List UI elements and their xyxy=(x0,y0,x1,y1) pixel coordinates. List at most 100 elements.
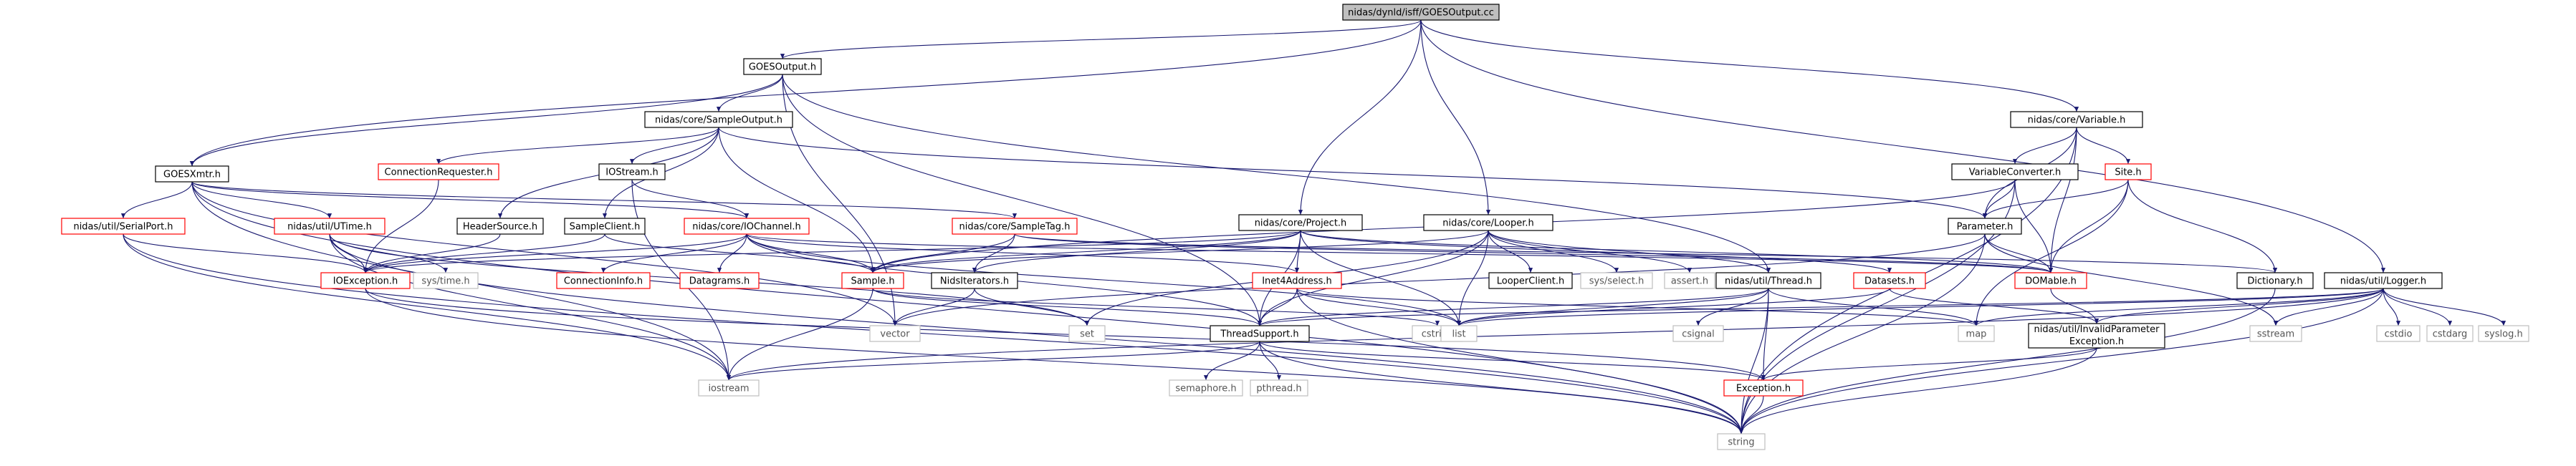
node-label: Site.h xyxy=(2115,168,2141,178)
include-edge-parameter_h-to-sstream xyxy=(1984,233,2279,326)
node-label: nidas/core/SampleOutput.h xyxy=(655,115,782,126)
include-edge-root-to-logger_h xyxy=(1420,19,2386,273)
node-inet4address-h[interactable]: Inet4Address.h xyxy=(1252,272,1342,289)
node-nidsiterators-h[interactable]: NidsIterators.h xyxy=(931,272,1018,289)
node-ioexception-h[interactable]: IOException.h xyxy=(320,272,411,289)
node-pthread-h: pthread.h xyxy=(1250,379,1308,397)
include-edge-thread_h-to-threadsupport_h xyxy=(1258,288,1769,326)
include-edge-connectionrequester_h-to-ioexception_h xyxy=(363,179,439,273)
node-label: vector xyxy=(880,329,910,340)
node-label: NidsIterators.h xyxy=(940,276,1009,287)
include-edge-sampleoutput_h-to-iostream_h xyxy=(629,127,719,165)
node-site-h[interactable]: Site.h xyxy=(2105,163,2152,180)
node-label: GOESOutput.h xyxy=(749,62,816,73)
node-looper-h[interactable]: nidas/core/Looper.h xyxy=(1423,214,1553,231)
node-label: Exception.h xyxy=(2069,336,2124,347)
node-goesxmtr-h[interactable]: GOESXmtr.h xyxy=(155,165,229,183)
node-label: nidas/core/Project.h xyxy=(1255,218,1347,229)
node-threadsupport-h[interactable]: ThreadSupport.h xyxy=(1210,325,1310,342)
node-map: map xyxy=(1958,325,1995,342)
node-label: DOMable.h xyxy=(2025,276,2077,287)
node-label: sstream xyxy=(2257,329,2294,340)
include-edge-project_h-to-ioexception_h xyxy=(363,230,1301,273)
node-label: IOException.h xyxy=(333,276,398,287)
node-root[interactable]: nidas/dynld/isff/GOESOutput.cc xyxy=(1342,4,1500,21)
node-sysselect-h: sys/select.h xyxy=(1580,272,1653,289)
node-project-h[interactable]: nidas/core/Project.h xyxy=(1238,214,1363,231)
include-edge-looper_h-to-assert_h xyxy=(1488,230,1692,273)
node-sampleoutput-h[interactable]: nidas/core/SampleOutput.h xyxy=(644,111,793,128)
include-edge-inet4address_h-to-map xyxy=(1296,288,1978,326)
node-sampletag-h[interactable]: nidas/core/SampleTag.h xyxy=(952,218,1078,235)
include-edge-sampletag_h-to-nidsiterators_h xyxy=(972,233,1015,273)
include-edge-logger_h-to-string xyxy=(1738,288,2384,435)
include-edge-logger_h-to-list xyxy=(1457,288,2384,326)
node-label: nidas/util/SerialPort.h xyxy=(73,222,173,233)
include-edge-project_h-to-nidsiterators_h xyxy=(972,230,1301,273)
node-cstdarg: cstdarg xyxy=(2426,325,2474,342)
node-iostream-h[interactable]: IOStream.h xyxy=(598,163,666,180)
include-edge-project_h-to-sample_h xyxy=(871,230,1301,273)
node-dictionary-h[interactable]: Dictionary.h xyxy=(2236,272,2314,289)
node-label: assert.h xyxy=(1671,276,1708,287)
node-exception-h[interactable]: Exception.h xyxy=(1723,379,1804,397)
include-edge-logger_h-to-map xyxy=(1974,288,2384,326)
node-sample-h[interactable]: Sample.h xyxy=(841,272,904,289)
include-edge-site_h-to-domable_h xyxy=(2048,179,2129,273)
node-serialport-h[interactable]: nidas/util/SerialPort.h xyxy=(61,218,186,235)
include-edge-root-to-variable_h xyxy=(1420,19,2079,112)
include-edge-sampletag_h-to-domable_h xyxy=(1014,233,2053,273)
include-edge-goesxmtr_h-to-sampletag_h xyxy=(191,181,1017,219)
node-datagrams-h[interactable]: Datagrams.h xyxy=(679,272,760,289)
node-cstdio: cstdio xyxy=(2376,325,2421,342)
node-thread-h[interactable]: nidas/util/Thread.h xyxy=(1715,272,1821,289)
include-edge-sample_h-to-cstring xyxy=(872,288,1440,326)
include-edge-logger_h-to-cstdio xyxy=(2383,288,2401,326)
node-label: SampleClient.h xyxy=(570,222,641,233)
include-edge-root-to-looper_h xyxy=(1420,19,1491,215)
node-label: ConnectionInfo.h xyxy=(564,276,643,287)
node-csignal: csignal xyxy=(1672,325,1724,342)
node-datasets-h[interactable]: Datasets.h xyxy=(1853,272,1926,289)
include-edge-looper_h-to-sysselect_h xyxy=(1488,230,1619,273)
node-goesoutput-h[interactable]: GOESOutput.h xyxy=(743,58,822,75)
node-label: Datasets.h xyxy=(1864,276,1915,287)
include-edge-variableconverter_h-to-domable_h xyxy=(2014,179,2054,273)
include-edge-ioexception_h-to-exception_h xyxy=(365,288,1766,381)
node-looperclient-h[interactable]: LooperClient.h xyxy=(1488,272,1573,289)
include-edge-iochannel_h-to-connectioninfo_h xyxy=(600,233,747,273)
include-edge-invalidparameter_h-to-string xyxy=(1738,347,2097,435)
node-connectioninfo-h[interactable]: ConnectionInfo.h xyxy=(556,272,651,289)
node-connectionrequester-h[interactable]: ConnectionRequester.h xyxy=(378,163,499,180)
include-edge-logger_h-to-threadsupport_h xyxy=(1258,288,2384,326)
include-edge-site_h-to-parameter_h xyxy=(1982,179,2129,219)
node-parameter-h[interactable]: Parameter.h xyxy=(1948,218,2022,235)
node-utime-h[interactable]: nidas/util/UTime.h xyxy=(274,218,386,235)
node-label: IOStream.h xyxy=(605,168,658,178)
node-label: nidas/util/InvalidParameter xyxy=(2034,324,2160,335)
node-label: map xyxy=(1966,329,1987,340)
include-edge-looper_h-to-sample_h xyxy=(871,230,1489,273)
node-variable-h[interactable]: nidas/core/Variable.h xyxy=(2010,111,2143,128)
include-edge-sample_h-to-iostream xyxy=(726,288,873,381)
include-edge-root-to-project_h xyxy=(1298,19,1422,215)
node-sampleclient-h[interactable]: SampleClient.h xyxy=(564,218,646,235)
include-edge-utime_h-to-string xyxy=(329,233,1743,435)
node-label: set xyxy=(1080,329,1094,340)
include-edge-thread_h-to-map xyxy=(1768,288,1979,326)
node-iochannel-h[interactable]: nidas/core/IOChannel.h xyxy=(684,218,810,235)
node-label: list xyxy=(1452,329,1465,340)
node-variableconverter-h[interactable]: VariableConverter.h xyxy=(1951,163,2079,180)
include-edge-site_h-to-map xyxy=(1973,179,2129,326)
include-edge-goesxmtr_h-to-iochannel_h xyxy=(191,181,749,219)
include-edge-looper_h-to-threadsupport_h xyxy=(1257,230,1489,326)
node-logger-h[interactable]: nidas/util/Logger.h xyxy=(2324,272,2443,289)
node-vector: vector xyxy=(869,325,921,342)
include-edge-logger_h-to-cstdarg xyxy=(2383,288,2453,326)
include-edge-invalidparameter_h-to-exception_h xyxy=(1761,347,2097,381)
node-headersource-h[interactable]: HeaderSource.h xyxy=(456,218,544,235)
node-domable-h[interactable]: DOMable.h xyxy=(2014,272,2087,289)
node-systime-h: sys/time.h xyxy=(413,272,479,289)
